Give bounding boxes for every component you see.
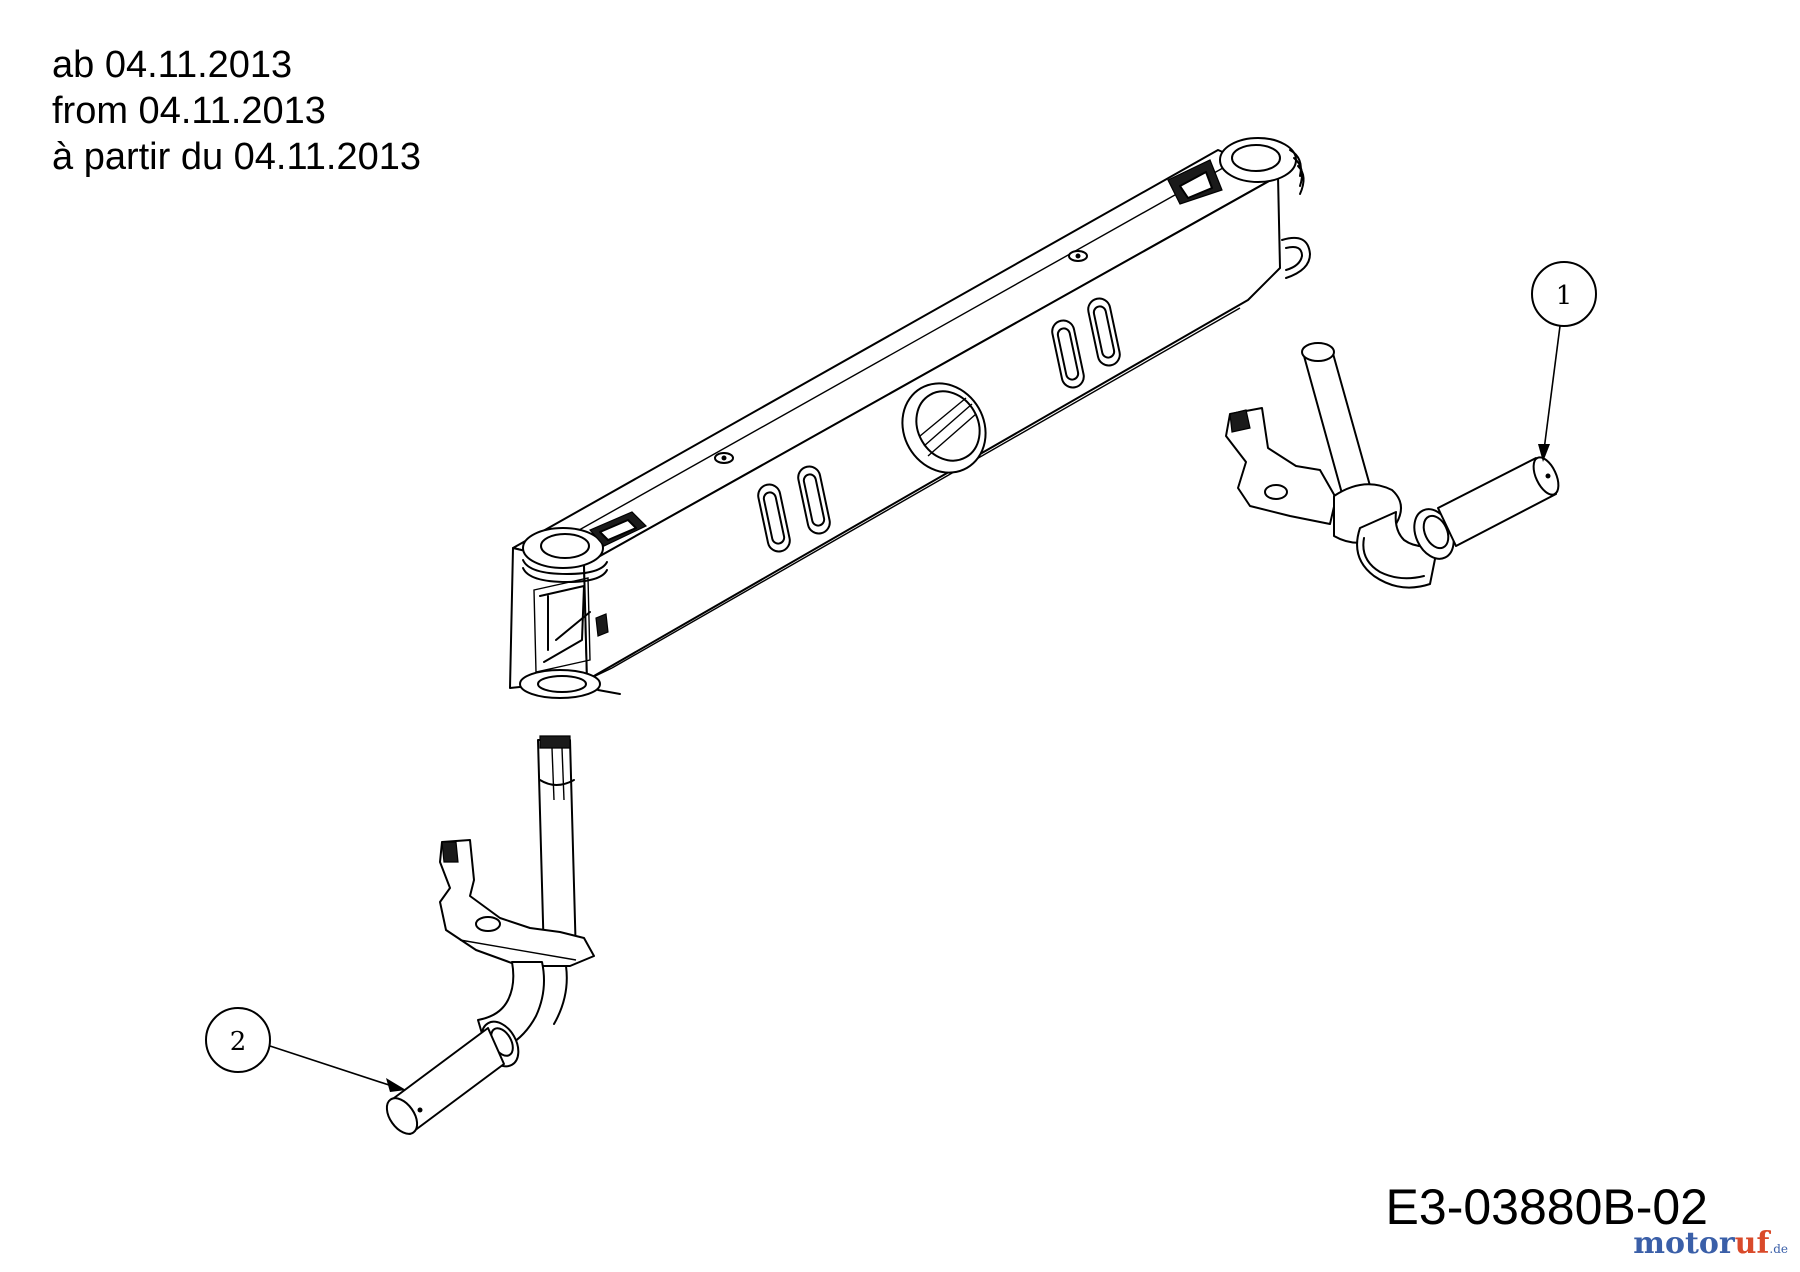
callout-1-label: 1 [1556, 281, 1573, 311]
leader-line-1 [1543, 325, 1561, 451]
valid-from-note-fr: à partir du 04.11.2013 [52, 136, 422, 178]
valid-from-note-en: from 04.11.2013 [52, 90, 326, 132]
leader-arrow-1 [1538, 444, 1550, 462]
watermark-sub: .de [1769, 1242, 1788, 1256]
callout-2-circle [205, 1007, 271, 1073]
callout-2: 2 [205, 1007, 406, 1092]
watermark-logo: motoruf.de [1633, 1226, 1788, 1261]
leader-arrow-2 [386, 1078, 406, 1092]
valid-from-note-de: ab 04.11.2013 [52, 44, 293, 86]
drawing-number: E3-03880B-02 [1385, 1179, 1708, 1235]
callout-2-label: 2 [230, 1027, 247, 1057]
spindle-left [385, 735, 595, 1135]
callout-1: 1 [1531, 261, 1597, 462]
leader-line-2 [269, 1045, 393, 1087]
callout-1-circle [1531, 261, 1597, 327]
front-axle-beam [509, 137, 1311, 699]
spindle-right [1225, 342, 1560, 589]
watermark-main: motoruf [1633, 1226, 1770, 1261]
